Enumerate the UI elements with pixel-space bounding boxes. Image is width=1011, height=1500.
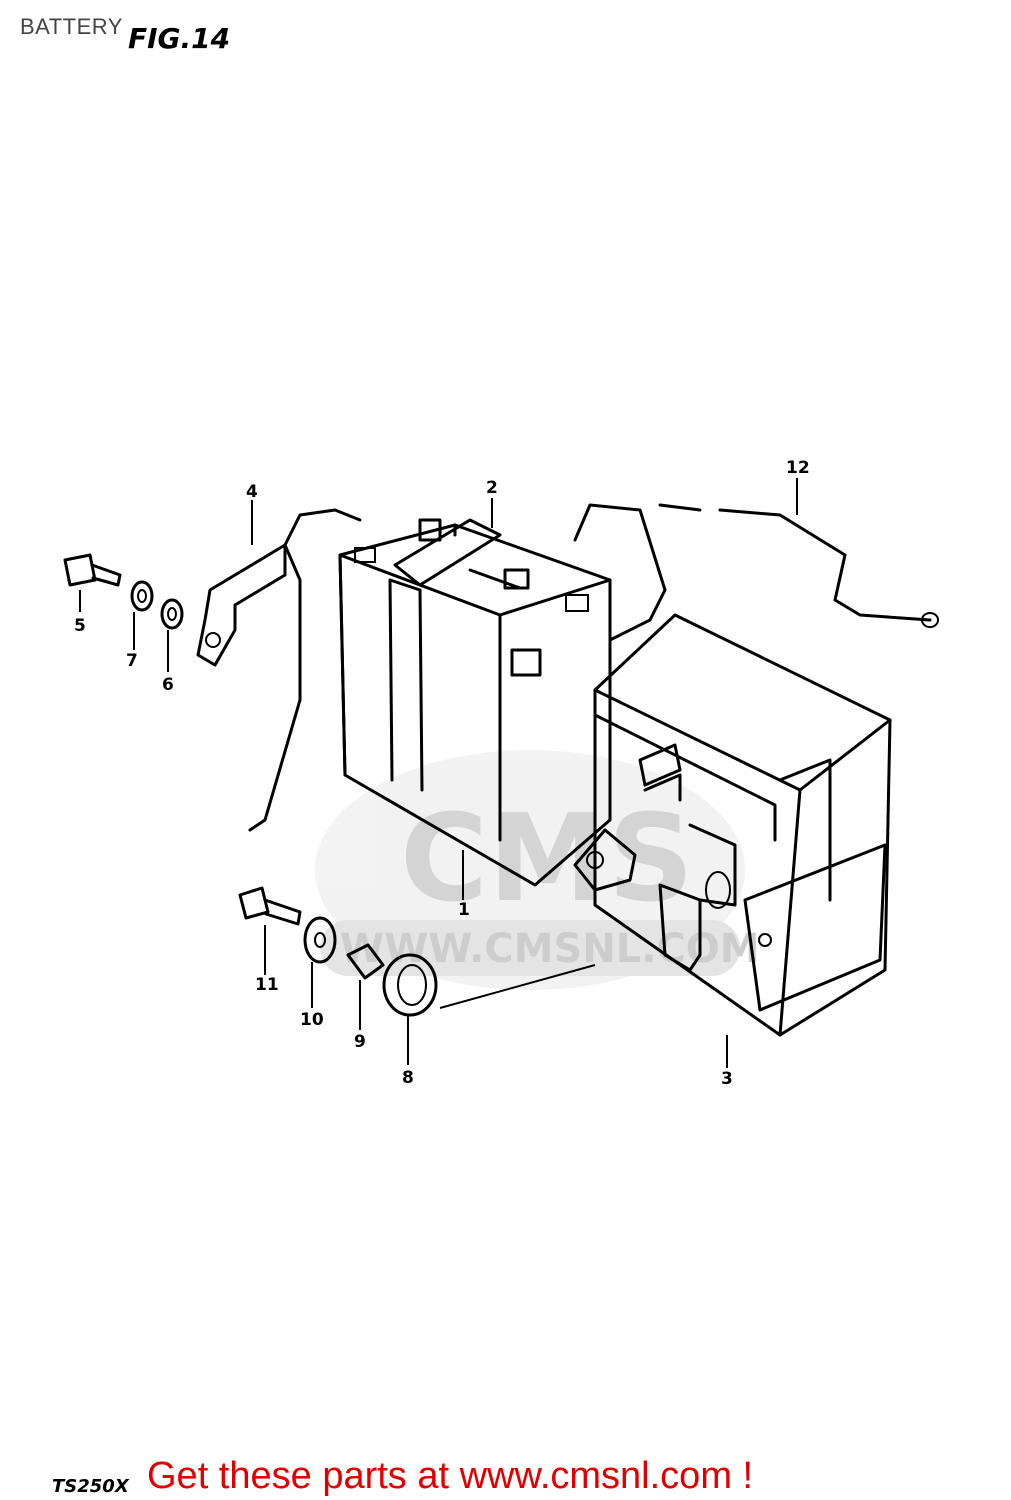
washer-10 xyxy=(303,916,337,964)
callout-9: 9 xyxy=(354,1032,366,1052)
negative-wire xyxy=(248,508,362,832)
callout-7: 7 xyxy=(126,651,138,671)
callout-12: 12 xyxy=(786,458,810,478)
grommet-leader xyxy=(439,964,596,1009)
watermark-logo: CMS xyxy=(400,790,694,929)
battery xyxy=(338,518,612,887)
callout-1: 1 xyxy=(458,900,470,920)
bolt-11 xyxy=(238,886,302,926)
battery-case xyxy=(573,613,892,1037)
callout-11: 11 xyxy=(255,975,279,995)
lead-wire xyxy=(573,503,939,642)
leader-lines xyxy=(79,478,798,1068)
model-label: TS250X xyxy=(52,1476,129,1497)
grommet-8 xyxy=(382,953,438,1017)
callout-6: 6 xyxy=(162,675,174,695)
callout-8: 8 xyxy=(402,1068,414,1088)
callout-5: 5 xyxy=(74,616,86,636)
callout-2: 2 xyxy=(486,478,498,498)
watermark: CMS WWW.CMSNL.COM xyxy=(315,750,760,990)
callout-4: 4 xyxy=(246,482,258,502)
bolt-5 xyxy=(63,553,122,587)
battery-band xyxy=(393,518,502,587)
washer-6 xyxy=(160,598,184,630)
washer-7 xyxy=(130,580,154,612)
page-title: BATTERY xyxy=(20,14,123,39)
bracket xyxy=(196,543,287,667)
callout-10: 10 xyxy=(300,1010,324,1030)
figure-label: FIG.14 xyxy=(128,22,231,55)
promo-link[interactable]: Get these parts at www.cmsnl.com ! xyxy=(147,1455,754,1497)
collar-9 xyxy=(346,943,385,980)
callout-3: 3 xyxy=(721,1069,733,1089)
watermark-url: WWW.CMSNL.COM xyxy=(340,926,760,972)
